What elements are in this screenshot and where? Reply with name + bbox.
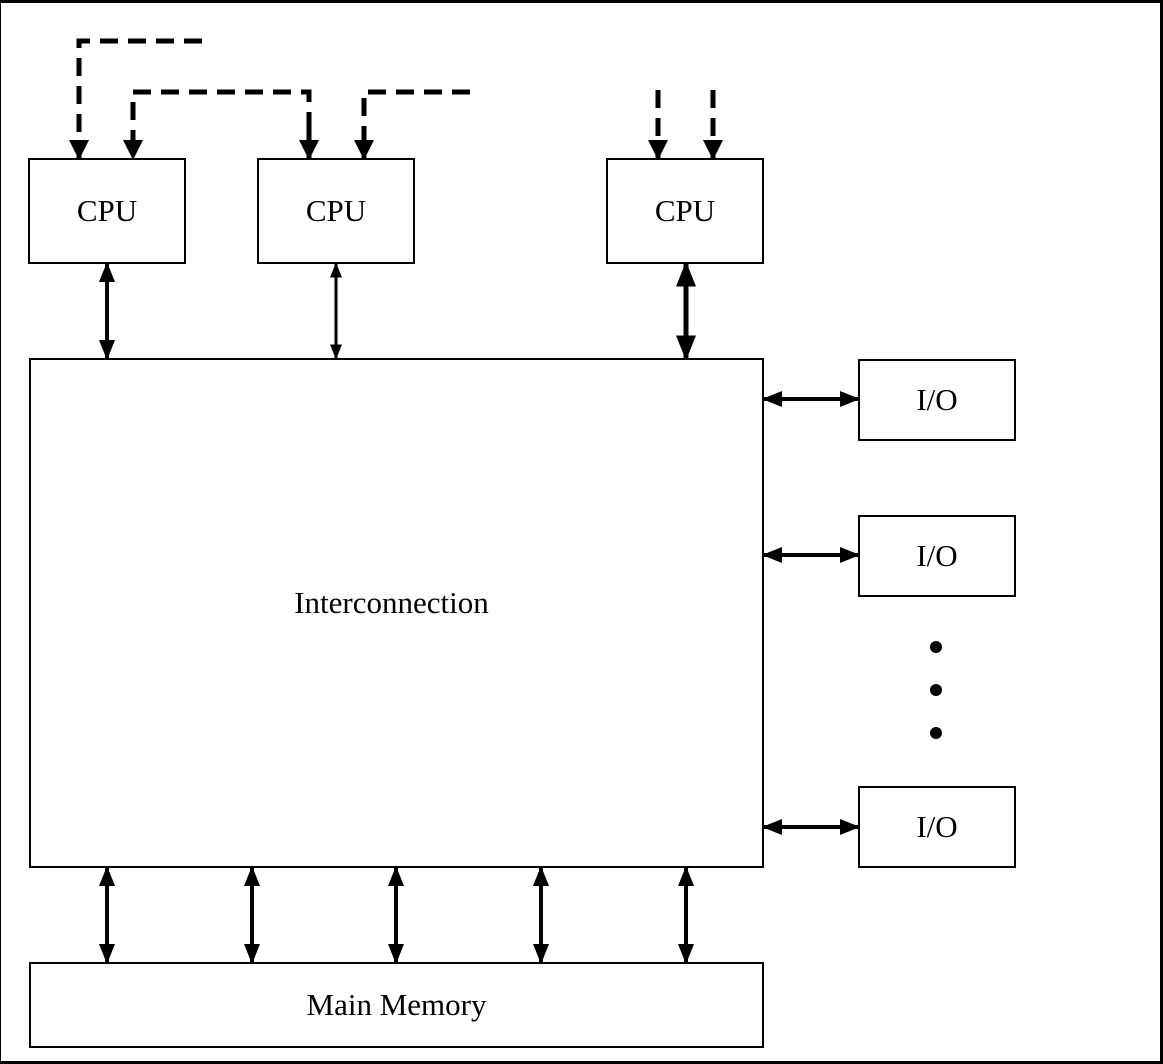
cpu-label-1: CPU [76, 193, 138, 228]
io-box-3: I/O [858, 786, 1016, 868]
cpu-box-1: CPU [28, 158, 186, 264]
main-memory-box: Main Memory [29, 962, 764, 1048]
dashed-link-cpu1-right [123, 89, 312, 160]
ellipsis-dot-2 [930, 684, 942, 696]
io-label-3: I/O [916, 809, 958, 844]
cpu-label-3: CPU [654, 193, 716, 228]
io-box-1: I/O [858, 359, 1016, 441]
cpu-label-2: CPU [305, 193, 367, 228]
interconnection-box: Interconnection [29, 358, 764, 868]
ellipsis-dot-3 [930, 727, 942, 739]
dashed-link-cpu1-left [69, 38, 202, 160]
cpu-box-2: CPU [257, 158, 415, 264]
interconnection-label: Interconnection [294, 585, 489, 620]
memory-links [99, 866, 694, 964]
io-label-1: I/O [916, 382, 958, 417]
io-label-2: I/O [916, 538, 958, 573]
cpu-box-3: CPU [606, 158, 764, 264]
io-box-2: I/O [858, 515, 1016, 597]
main-memory-label: Main Memory [306, 987, 487, 1022]
ellipsis-dot-1 [930, 641, 942, 653]
dashed-link-cpu2-right [354, 89, 470, 160]
